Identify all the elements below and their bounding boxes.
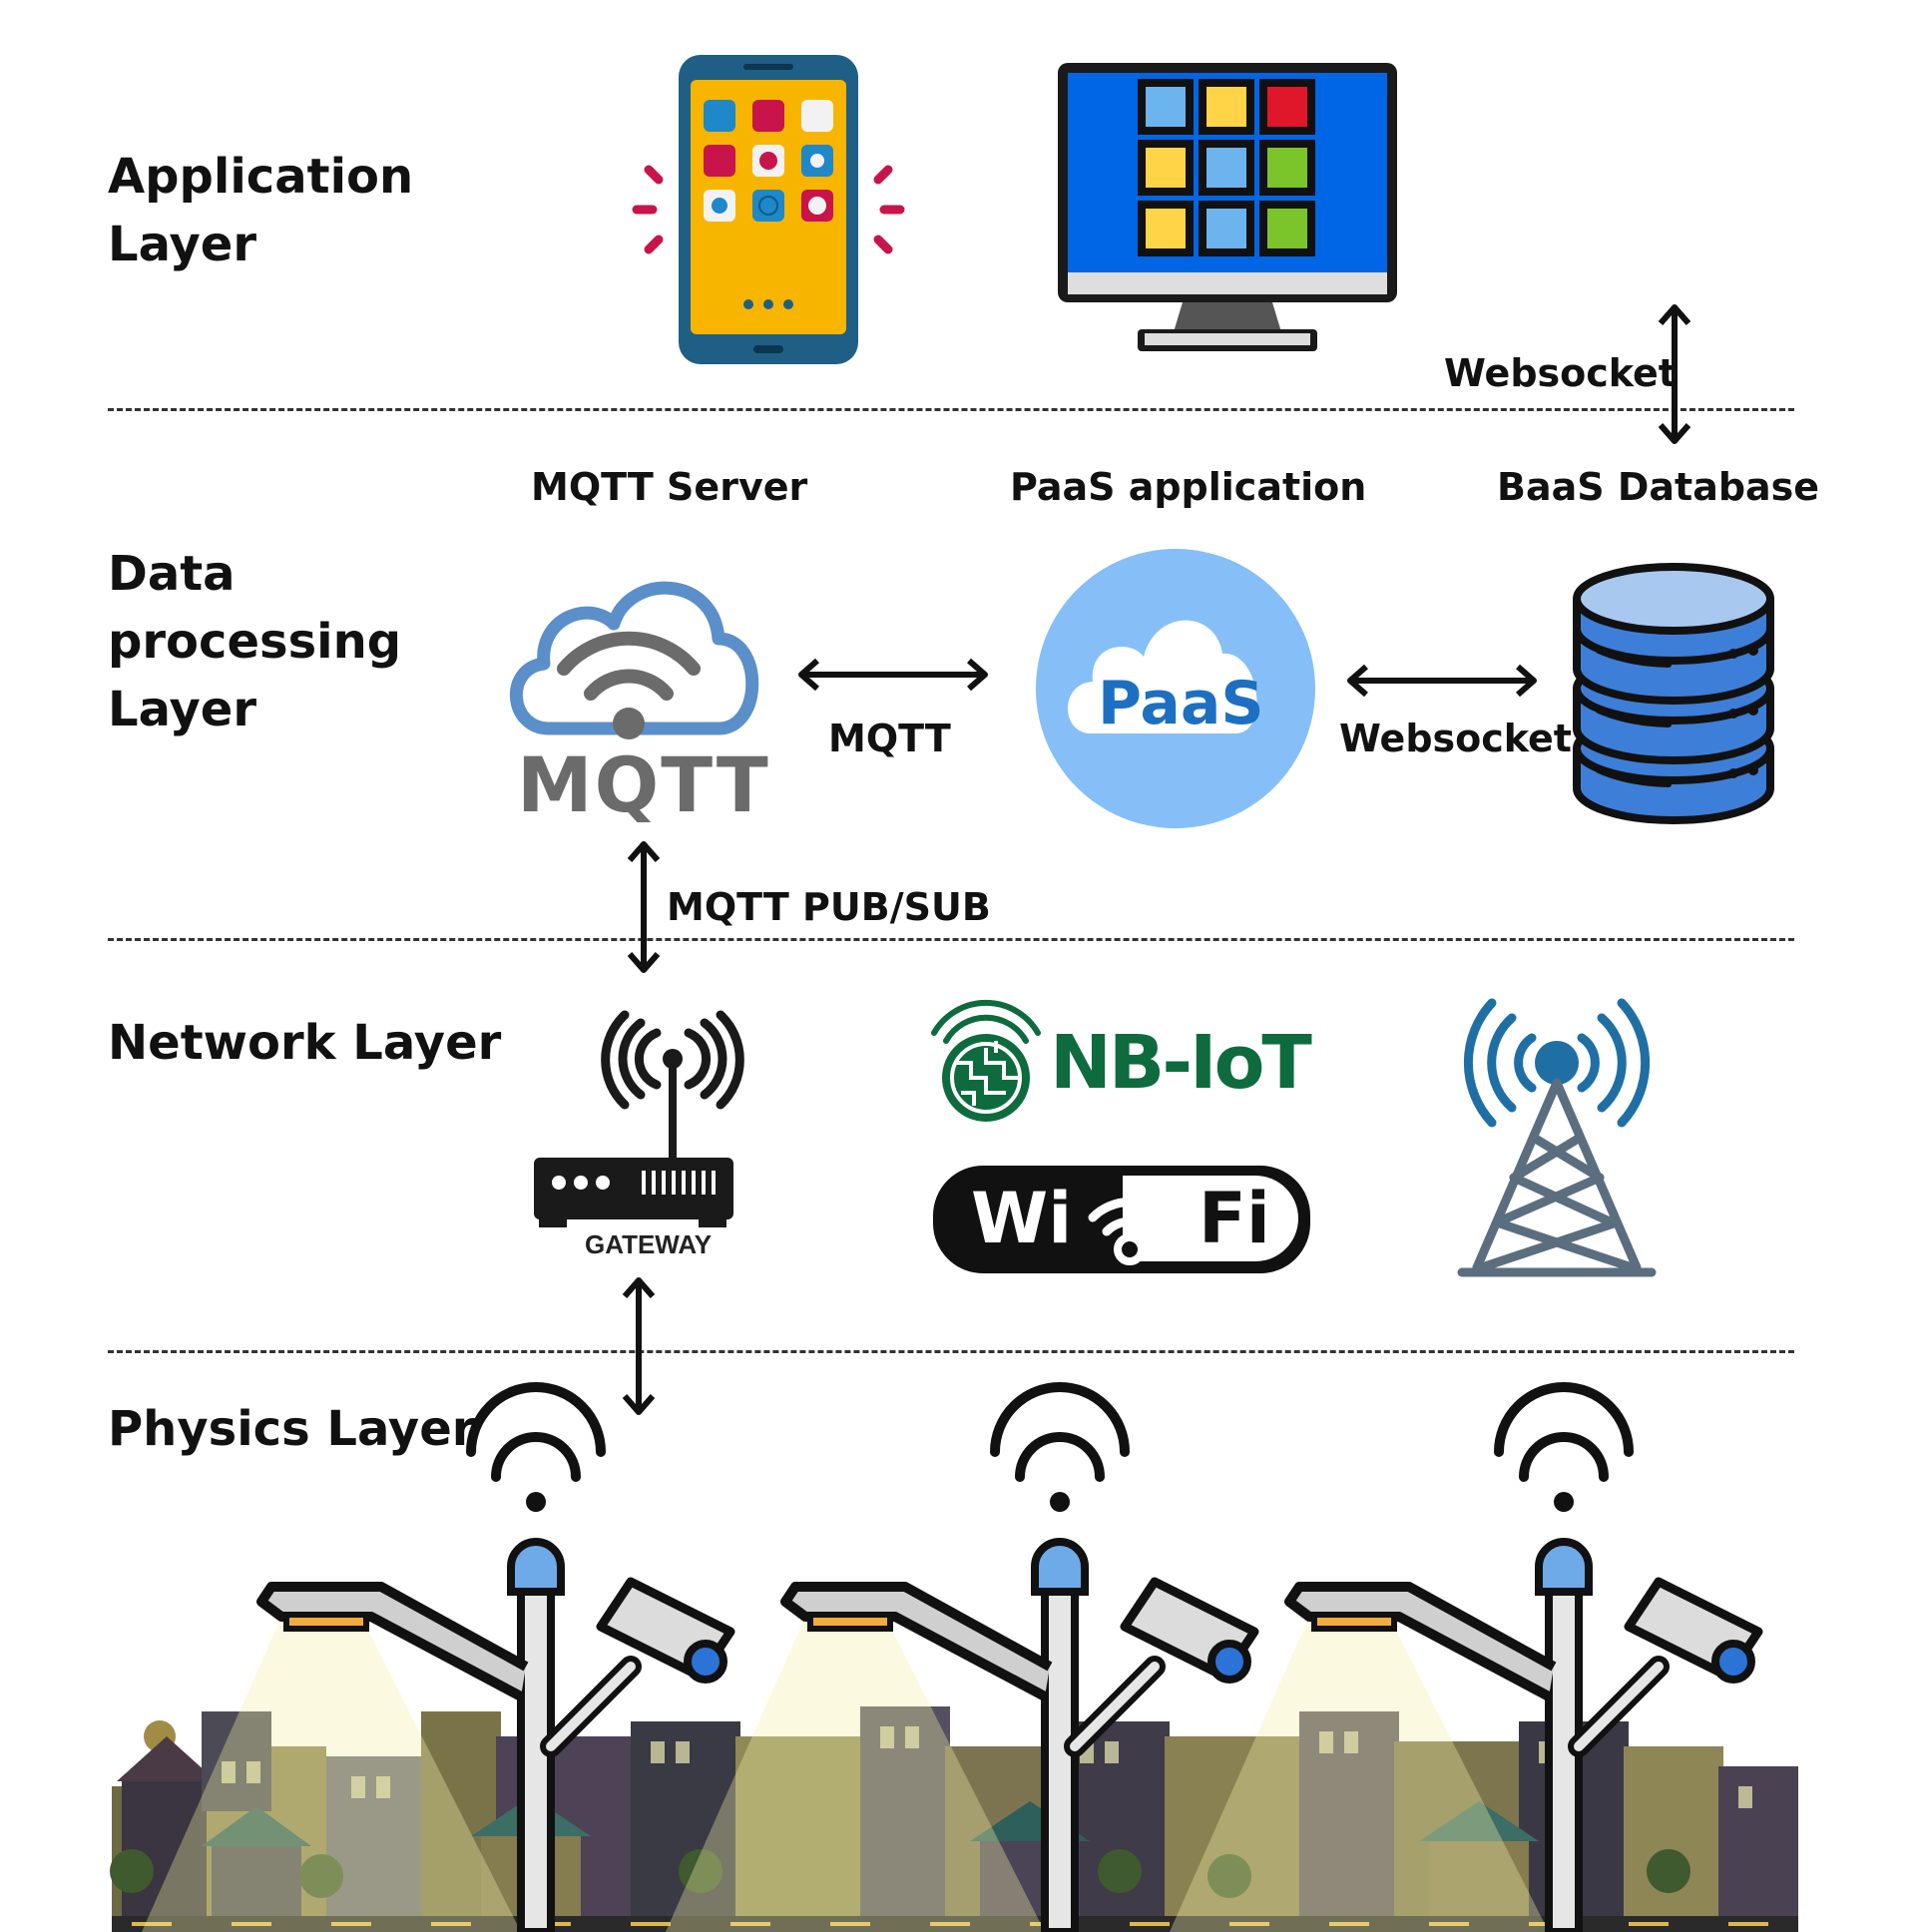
websocket-app-label: Websocket: [1444, 351, 1677, 395]
wifi-logo-badge: Wi Fi: [933, 1166, 1310, 1273]
smartphone-icon: [632, 55, 905, 364]
wifi-logo-left-text: Wi: [971, 1178, 1073, 1259]
cell-tower-icon: [1457, 998, 1657, 1277]
nbiot-globe-icon: [931, 999, 1041, 1122]
mqtt-edge-label: MQTT: [828, 717, 951, 760]
desktop-monitor-icon: [1058, 63, 1397, 351]
application-layer-label: Application Layer: [108, 149, 414, 272]
city-street-scene: [110, 1382, 1798, 1932]
wifi-signal-icon: [1088, 1198, 1172, 1265]
data-processing-layer-label: Data processing Layer: [108, 546, 402, 737]
smart-street-lamp-2: [780, 1382, 1259, 1932]
baas-database-label: BaaS Database: [1497, 465, 1820, 509]
mqtt-cloud-icon: [510, 581, 759, 739]
layer-divider-2: [108, 938, 1794, 941]
layer-divider-3: [108, 1350, 1794, 1353]
websocket-horizontal-arrow: [1347, 664, 1537, 698]
layer-divider-1: [108, 408, 1794, 411]
mqtt-server-label: MQTT Server: [531, 465, 808, 509]
gateway-physics-vertical-arrow: [622, 1277, 656, 1415]
paas-circle-icon: [1036, 549, 1315, 828]
paas-logo-text: PaaS: [1098, 669, 1264, 738]
mqtt-pubsub-label: MQTT PUB/SUB: [667, 885, 991, 929]
gateway-router-icon: [534, 1010, 744, 1227]
smart-street-lamp-1: [256, 1382, 735, 1932]
paas-application-label: PaaS application: [1010, 465, 1367, 509]
lamp-light-beams: [142, 1617, 1549, 1932]
physics-layer-label: Physics Layer: [108, 1401, 476, 1457]
city-skyline: [110, 1706, 1798, 1932]
wifi-logo-right-text: Fi: [1199, 1178, 1270, 1259]
nbiot-logo-text: NB-IoT: [1050, 1020, 1312, 1106]
mqtt-horizontal-arrow: [798, 658, 988, 692]
smart-street-lamp-3: [1284, 1382, 1763, 1932]
database-icon: [1573, 563, 1774, 824]
mqtt-pubsub-vertical-arrow: [627, 841, 661, 973]
network-layer-label: Network Layer: [108, 1015, 502, 1071]
websocket-vertical-arrow: [1658, 304, 1691, 444]
gateway-label: GATEWAY: [585, 1229, 713, 1259]
wifi-logo-right-panel: [1123, 1176, 1298, 1261]
mqtt-logo-text: MQTT: [517, 740, 770, 829]
websocket-db-label: Websocket: [1339, 717, 1572, 760]
